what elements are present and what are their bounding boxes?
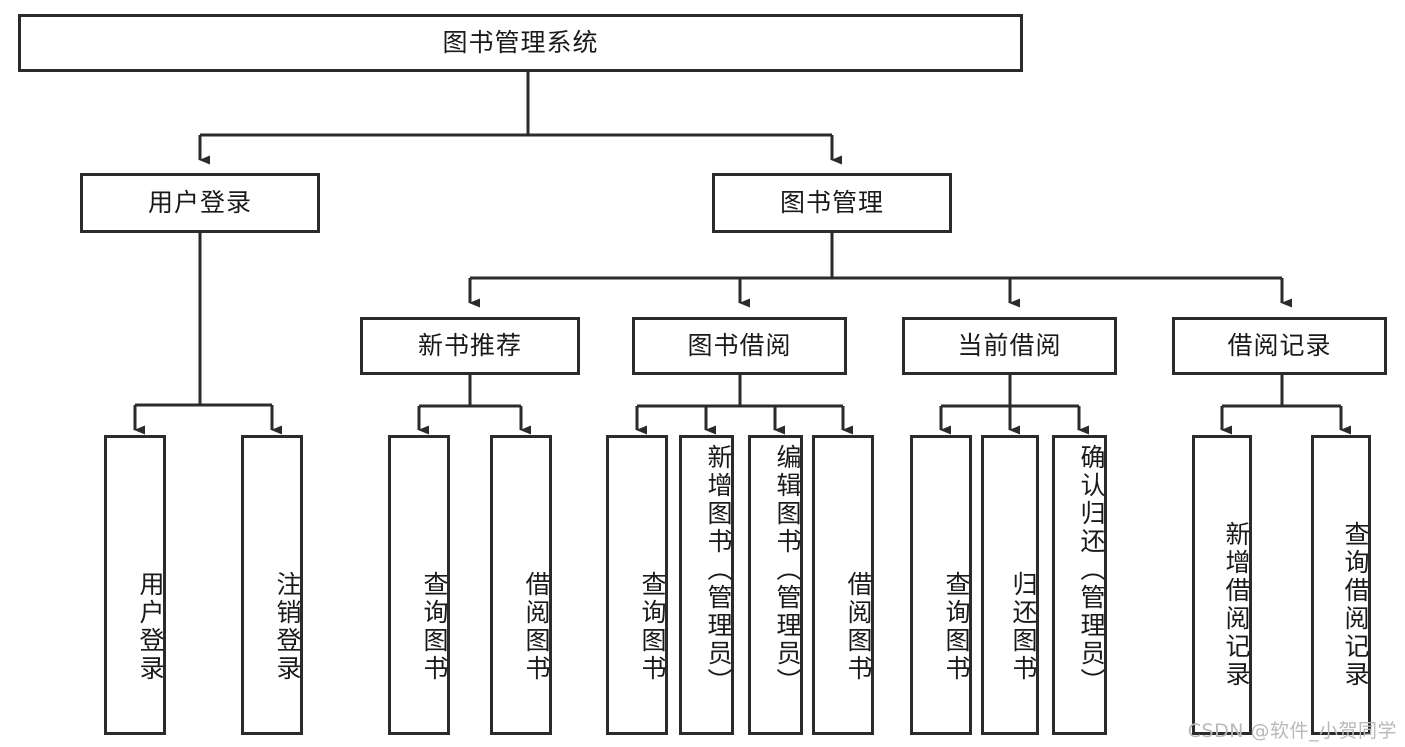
node-leaf-query-books-1-label: 查询图书 xyxy=(420,571,449,683)
node-leaf-query-books-1[interactable]: 查询图书 xyxy=(388,435,450,735)
node-leaf-return-book[interactable]: 归还图书 xyxy=(981,435,1039,735)
node-book-management[interactable]: 图书管理 xyxy=(712,173,952,233)
node-book-borrow[interactable]: 图书借阅 xyxy=(632,317,847,375)
node-leaf-query-books-3-label: 查询图书 xyxy=(942,571,971,683)
node-leaf-borrow-books-2-label: 借阅图书 xyxy=(844,571,873,683)
node-borrow-record[interactable]: 借阅记录 xyxy=(1172,317,1387,375)
node-leaf-add-record[interactable]: 新增借阅记录 xyxy=(1192,435,1252,735)
node-current-borrow-label: 当前借阅 xyxy=(957,330,1062,360)
node-root[interactable]: 图书管理系统 xyxy=(18,14,1023,72)
node-leaf-logout[interactable]: 注销登录 xyxy=(241,435,303,735)
node-leaf-edit-book-label: 编辑图书（管理员） xyxy=(773,444,802,696)
node-user-login[interactable]: 用户登录 xyxy=(80,173,320,233)
node-new-book-recommendation[interactable]: 新书推荐 xyxy=(360,317,580,375)
node-leaf-borrow-books-1-label: 借阅图书 xyxy=(522,571,551,683)
node-leaf-query-record-label: 查询借阅记录 xyxy=(1341,521,1370,689)
node-leaf-confirm-return[interactable]: 确认归还（管理员） xyxy=(1052,435,1107,735)
node-leaf-query-books-2-label: 查询图书 xyxy=(638,571,667,683)
node-leaf-add-book[interactable]: 新增图书（管理员） xyxy=(679,435,734,735)
node-leaf-query-books-2[interactable]: 查询图书 xyxy=(606,435,668,735)
node-leaf-user-login-label: 用户登录 xyxy=(136,571,165,683)
node-new-book-recommendation-label: 新书推荐 xyxy=(417,330,522,360)
node-leaf-add-record-label: 新增借阅记录 xyxy=(1222,521,1251,689)
node-leaf-borrow-books-2[interactable]: 借阅图书 xyxy=(812,435,874,735)
node-leaf-query-books-3[interactable]: 查询图书 xyxy=(910,435,972,735)
watermark: CSDN @软件_小贺同学 xyxy=(1187,720,1397,742)
node-borrow-record-label: 借阅记录 xyxy=(1227,330,1332,360)
node-leaf-edit-book[interactable]: 编辑图书（管理员） xyxy=(748,435,803,735)
node-leaf-add-book-label: 新增图书（管理员） xyxy=(704,444,733,696)
node-user-login-label: 用户登录 xyxy=(147,187,252,217)
node-leaf-confirm-return-label: 确认归还（管理员） xyxy=(1077,444,1106,696)
node-root-label: 图书管理系统 xyxy=(442,27,599,57)
node-leaf-query-record[interactable]: 查询借阅记录 xyxy=(1311,435,1371,735)
node-leaf-borrow-books-1[interactable]: 借阅图书 xyxy=(490,435,552,735)
node-leaf-user-login[interactable]: 用户登录 xyxy=(104,435,166,735)
node-book-management-label: 图书管理 xyxy=(779,187,884,217)
node-leaf-logout-label: 注销登录 xyxy=(273,571,302,683)
node-leaf-return-book-label: 归还图书 xyxy=(1009,571,1038,683)
node-book-borrow-label: 图书借阅 xyxy=(687,330,792,360)
node-current-borrow[interactable]: 当前借阅 xyxy=(902,317,1117,375)
